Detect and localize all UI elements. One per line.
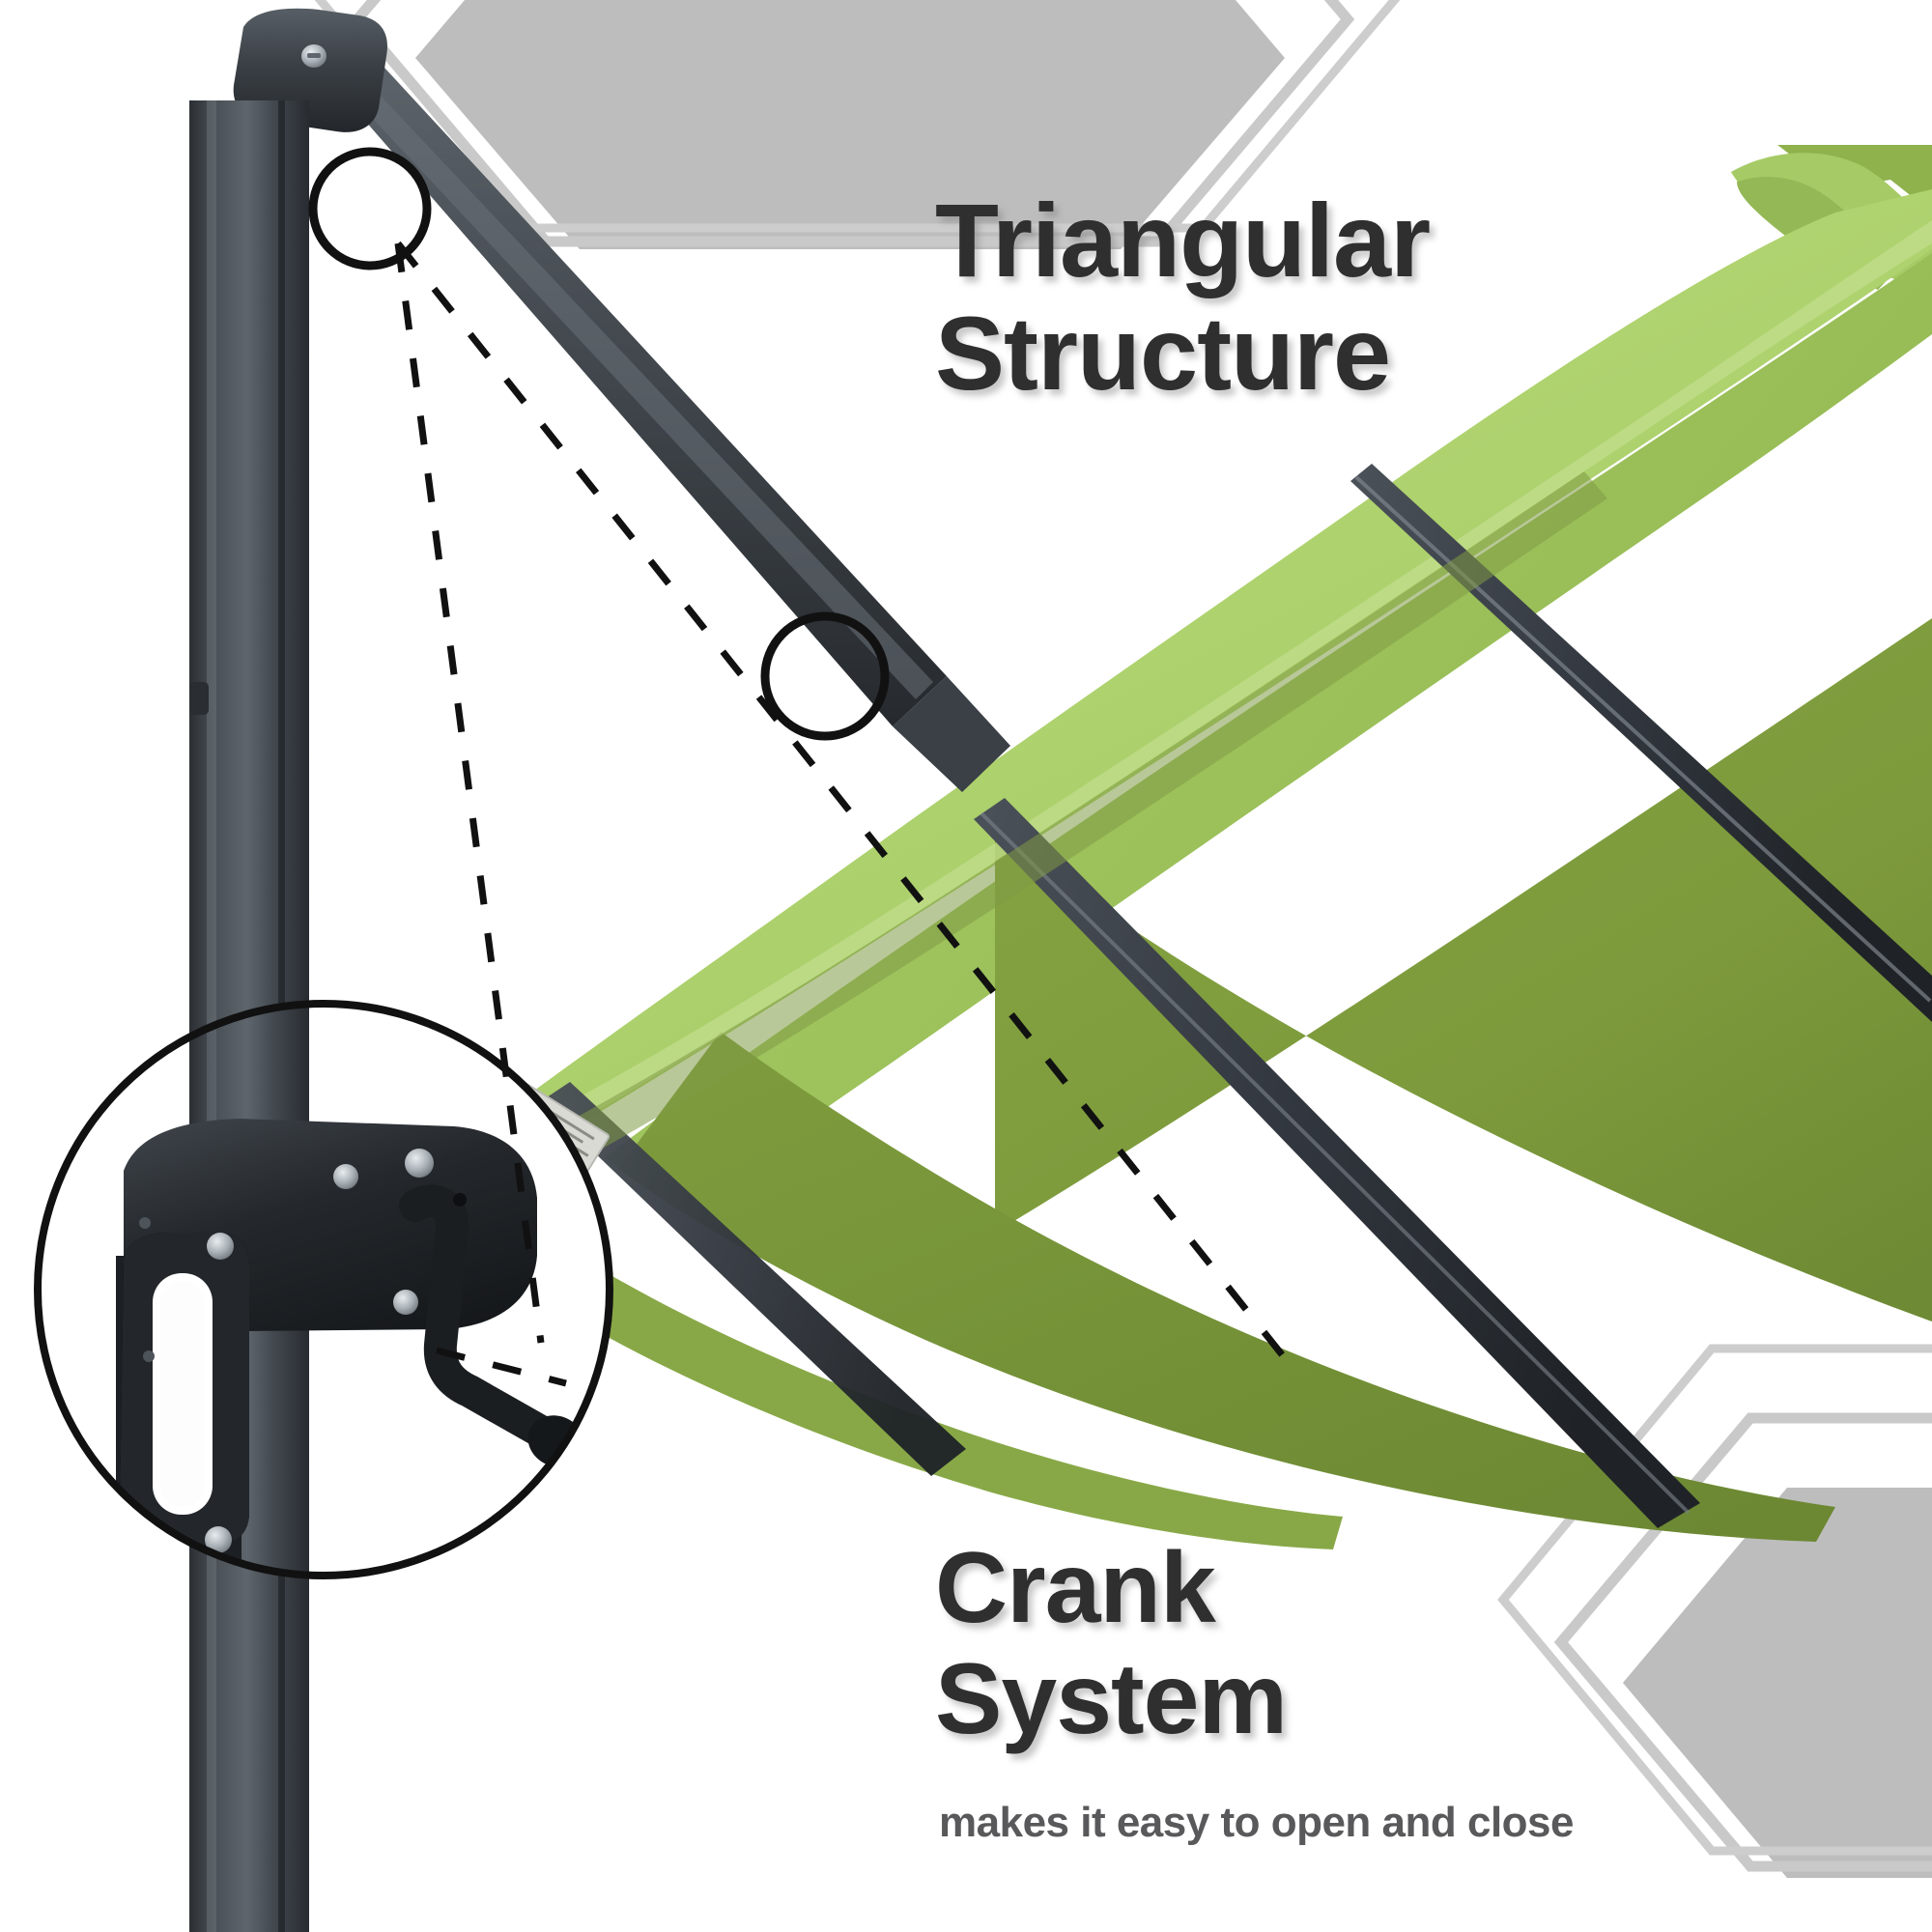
- umbrella-canopy: [413, 145, 1932, 1549]
- canopy-rib-front: [541, 1082, 966, 1476]
- canopy-panel-shade-b: [618, 1032, 1835, 1542]
- canopy-panel-top: [415, 189, 1932, 1206]
- feature-title-line1: Crank: [935, 1532, 1216, 1644]
- feature-title-line2: Structure: [935, 295, 1391, 412]
- feature-title-crank-system: Crank System: [935, 1535, 1288, 1756]
- triangle-side-vertical: [394, 242, 545, 1344]
- hexagon-watermark-bottom-right: [1497, 1344, 1932, 1878]
- feature-title-triangular-structure: Triangular Structure: [935, 182, 1431, 412]
- feature-title-line2: System: [935, 1643, 1288, 1756]
- support-arm: [319, 68, 1010, 792]
- hypotenuse-midpoint-marker: [760, 611, 890, 741]
- triangle-side-hypotenuse: [395, 241, 1288, 1361]
- crank-lever-arm: [399, 1184, 557, 1448]
- crank-detail-callout: [34, 1000, 613, 1579]
- feature-title-line1: Triangular: [935, 182, 1431, 298]
- crank-detail-circle: [34, 1000, 613, 1579]
- crank-screws: [139, 1149, 467, 1553]
- triangle-side-base: [436, 1347, 567, 1387]
- pole-joint-nub: [189, 682, 209, 715]
- feature-subtitle-crank-system: makes it easy to open and close: [939, 1799, 1574, 1846]
- apex-vertex-marker: [308, 147, 432, 270]
